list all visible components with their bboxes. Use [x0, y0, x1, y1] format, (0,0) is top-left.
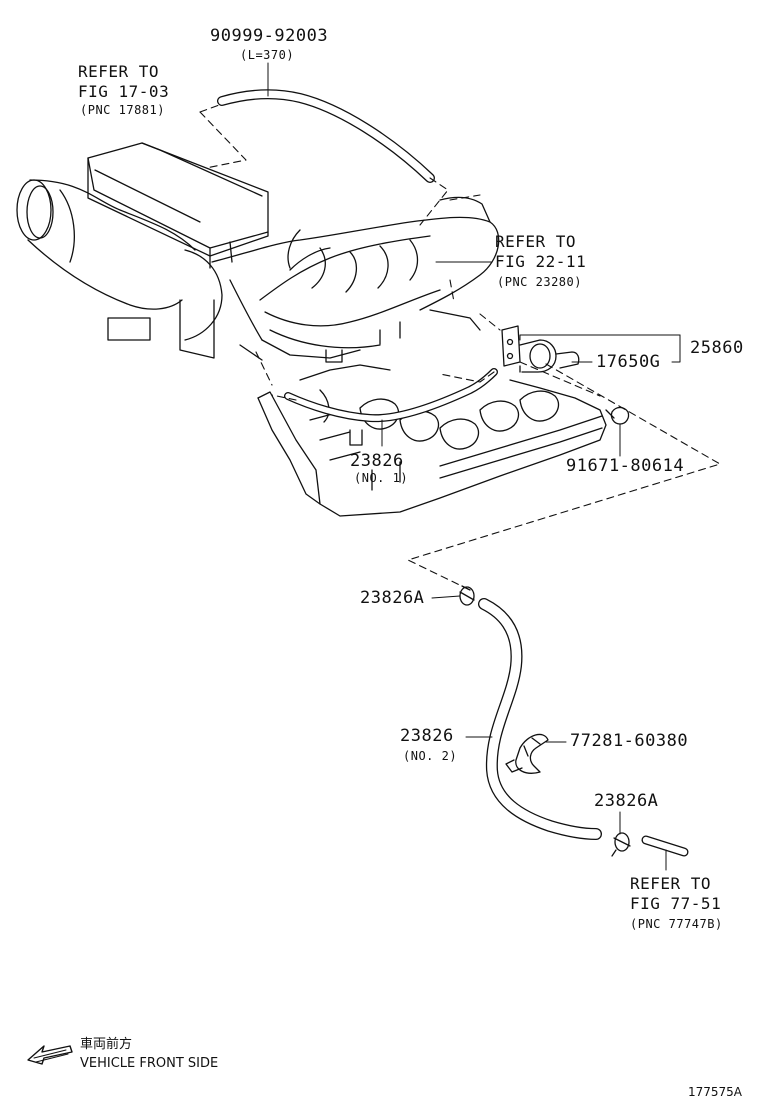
- ref2-line1: REFER TO: [495, 232, 577, 251]
- front-direction-arrow: [27, 1045, 73, 1065]
- part-number-clip: 77281-60380: [570, 731, 689, 751]
- part-number-clamp-lower: 23826A: [594, 791, 659, 811]
- hose-no2-sub: (NO. 2): [403, 749, 458, 763]
- pipe-stub: [641, 835, 689, 857]
- front-side-en: VEHICLE FRONT SIDE: [80, 1056, 219, 1071]
- bolt: [605, 406, 630, 425]
- hose-clamp-lower: [611, 832, 631, 857]
- vsv-valve: [501, 325, 580, 373]
- part-number-assy: 25860: [690, 338, 744, 358]
- ref3-line1: REFER TO: [630, 874, 712, 893]
- engine-block: [257, 364, 607, 517]
- ref3-line2: FIG 77-51: [630, 894, 722, 913]
- vacuum-hose-top: [217, 89, 435, 183]
- hose-no1: [284, 368, 498, 423]
- dashed-guides: [199, 103, 721, 591]
- intake-plenum: [211, 196, 500, 363]
- front-side-jp: 車両前方: [80, 1037, 133, 1052]
- ref2-line3: (PNC 23280): [497, 275, 582, 289]
- ref1-line2: FIG 17-03: [78, 82, 170, 101]
- air-intake-duct: [16, 179, 223, 359]
- ref3-line3: (PNC 77747B): [630, 917, 723, 931]
- part-number-bolt: 91671-80614: [566, 456, 685, 476]
- part-number-hose-no1: 23826: [350, 451, 404, 471]
- hose-no2: [478, 598, 602, 840]
- figure-id: 177575A: [688, 1085, 743, 1099]
- part-number-clamp-upper: 23826A: [360, 588, 425, 608]
- ref1-line1: REFER TO: [78, 62, 160, 81]
- hose-clip: [505, 733, 549, 774]
- part-number-vsv: 17650G: [596, 352, 661, 372]
- part-number-hose-no2: 23826: [400, 726, 454, 746]
- top-hose-length: (L=370): [240, 48, 295, 62]
- ref1-line3: (PNC 17881): [80, 103, 165, 117]
- part-number-top-hose: 90999-92003: [210, 26, 329, 46]
- ref2-line2: FIG 22-11: [495, 252, 587, 271]
- hose-no1-sub: (NO. 1): [354, 471, 409, 485]
- air-cleaner-housing: [87, 142, 269, 269]
- leader-lines: [267, 62, 681, 871]
